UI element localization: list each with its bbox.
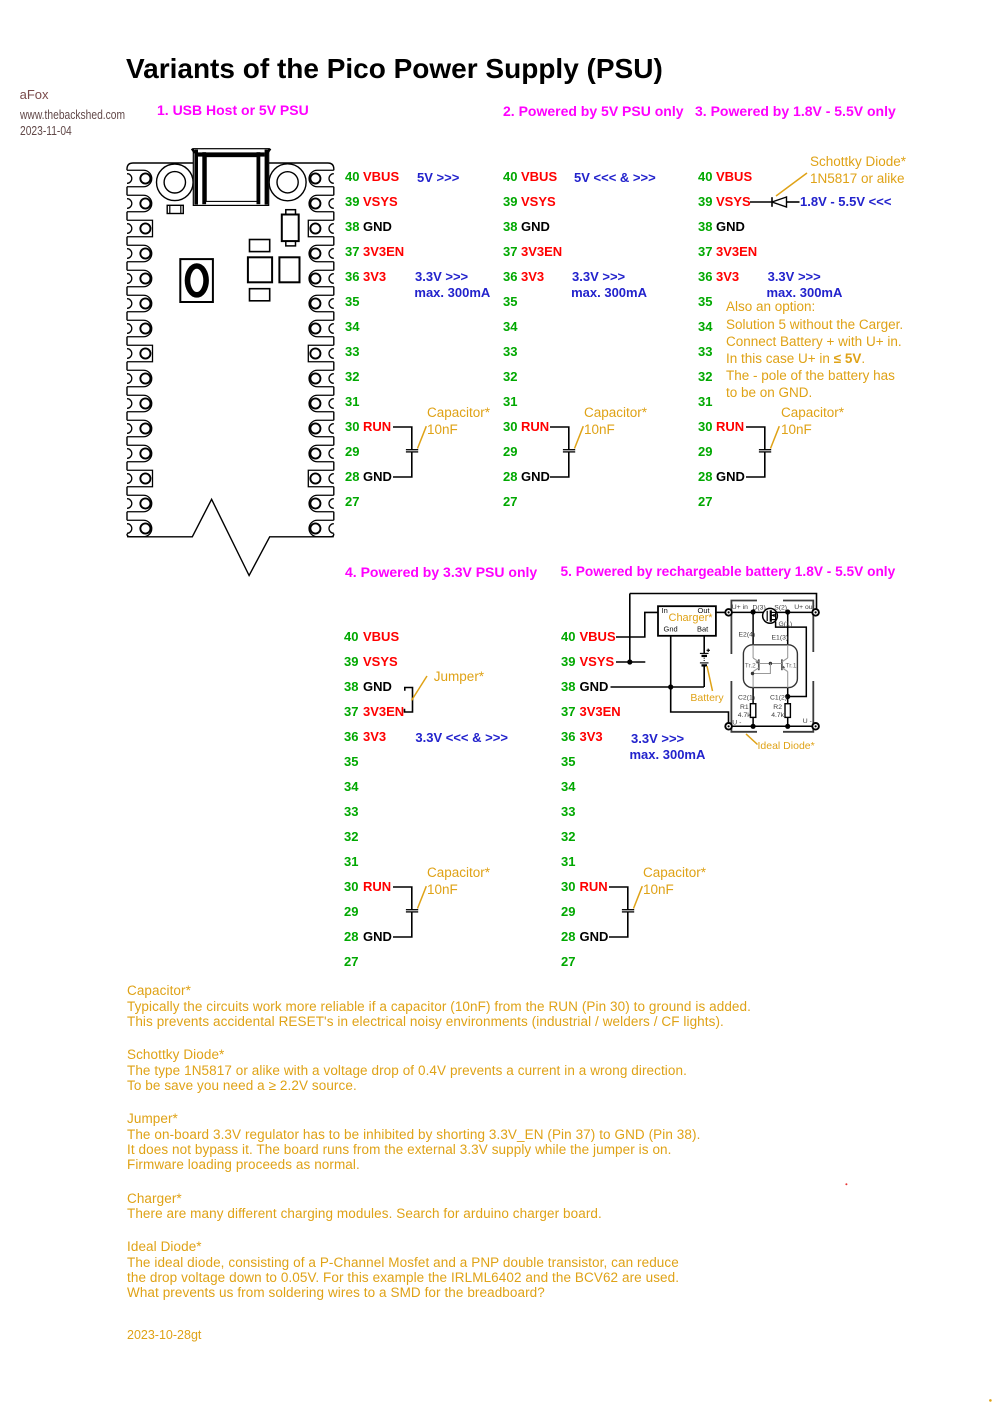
svg-text:S(2): S(2) <box>774 604 787 611</box>
svg-text:4.7k: 4.7k <box>771 712 784 719</box>
svg-text:G(1): G(1) <box>779 621 793 628</box>
svg-text:Gnd: Gnd <box>664 624 678 633</box>
svg-text:Tr.1: Tr.1 <box>786 663 797 670</box>
svg-text:In: In <box>662 606 668 615</box>
svg-text:R1: R1 <box>740 704 749 711</box>
svg-text:U+ in: U+ in <box>732 604 748 611</box>
svg-text:Tr.2: Tr.2 <box>745 663 756 670</box>
svg-text:U -: U - <box>732 720 741 727</box>
svg-text:4.7k: 4.7k <box>738 712 751 719</box>
svg-text:C2(1): C2(1) <box>738 694 755 701</box>
svg-text:U -: U - <box>803 718 812 725</box>
svg-text:E1(3): E1(3) <box>772 635 789 642</box>
svg-text:Out: Out <box>698 606 711 615</box>
svg-text:E2(4): E2(4) <box>739 632 756 639</box>
svg-text:R2: R2 <box>773 704 782 711</box>
svg-text:C1(2): C1(2) <box>770 694 787 701</box>
svg-text:U+ out: U+ out <box>794 604 814 611</box>
svg-text:Bat: Bat <box>697 624 709 633</box>
svg-text:D(3): D(3) <box>753 604 766 611</box>
